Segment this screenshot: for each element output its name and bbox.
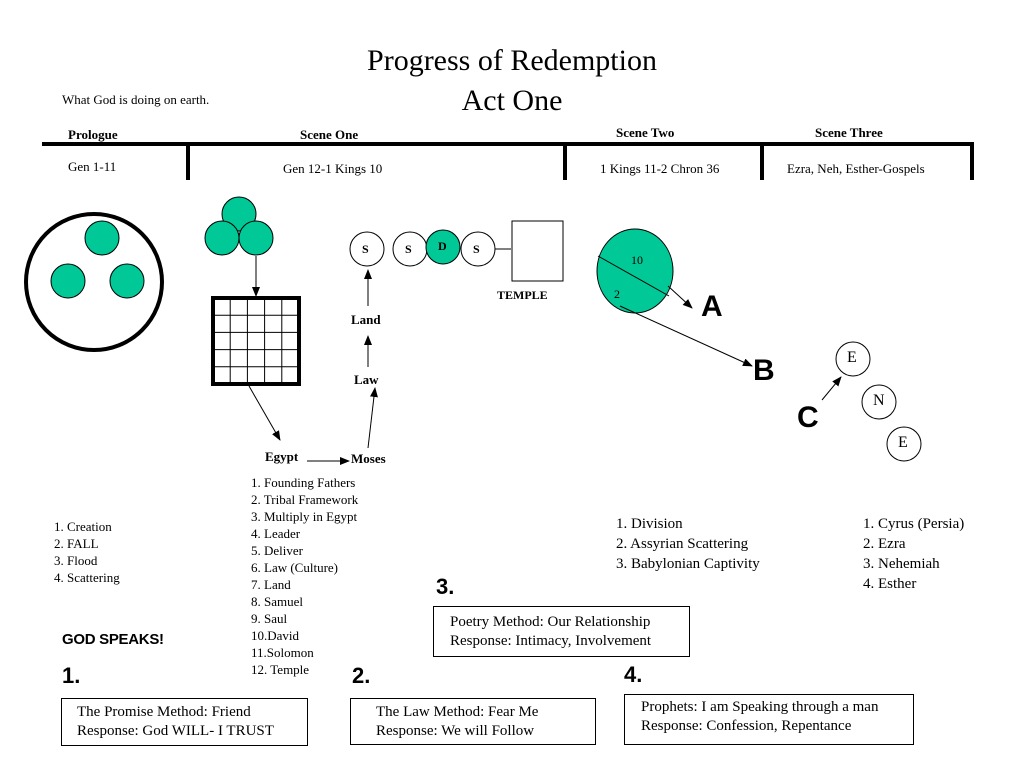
letter-b: B	[753, 354, 775, 387]
list-item: 3. Multiply in Egypt	[251, 509, 358, 524]
method-number-4: 4.	[624, 662, 643, 687]
trinity-dot-top	[84, 220, 120, 256]
list-item: 1. Founding Fathers	[251, 475, 356, 490]
arrow-c-to-e	[821, 376, 842, 401]
method-box-law: The Law Method: Fear Me Response: We wil…	[350, 698, 596, 745]
return-label-e1: E	[847, 349, 857, 366]
tagline: What God is doing on earth.	[62, 92, 210, 107]
list-item: 12. Temple	[251, 662, 310, 677]
section-ref-scene-one: Gen 12-1 Kings 10	[283, 161, 383, 176]
arrow-to-b	[619, 305, 753, 367]
method-response: Response: Intimacy, Involvement	[450, 633, 652, 649]
method-line: Prophets: I am Speaking through a man	[641, 699, 879, 715]
chain-label-3: D	[438, 239, 447, 253]
cluster-dot-top	[221, 196, 257, 232]
section-header-scene-one: Scene One	[300, 127, 359, 142]
method-number-3: 3.	[436, 574, 455, 599]
list-item: 6. Law (Culture)	[251, 560, 339, 575]
method-line: The Law Method: Fear Me	[376, 704, 539, 720]
list-item: 2. FALL	[54, 536, 99, 551]
temple-box	[511, 220, 564, 282]
list-item: 2. Assyrian Scattering	[616, 536, 749, 552]
chain-circle-1	[349, 231, 385, 267]
list-item: 1. Division	[616, 516, 683, 532]
list-item: 4. Scattering	[54, 570, 120, 585]
letter-a: A	[701, 290, 723, 323]
method-box-poetry: Poetry Method: Our Relationship Response…	[433, 606, 690, 657]
chain-label-1: S	[362, 242, 369, 256]
trinity-circle	[24, 212, 164, 352]
list-item: 3. Nehemiah	[863, 556, 940, 572]
cluster-dot-left	[204, 220, 240, 256]
list-item: 2. Tribal Framework	[251, 492, 359, 507]
list-item: 7. Land	[251, 577, 291, 592]
tribal-grid	[211, 296, 301, 386]
return-circle-n	[861, 384, 897, 420]
list-item: 9. Saul	[251, 611, 288, 626]
moses-label: Moses	[351, 451, 386, 466]
list-item: 1. Creation	[54, 519, 112, 534]
split-top-label: 10	[631, 253, 643, 267]
return-label-e2: E	[898, 434, 908, 451]
page-subtitle: Act One	[461, 84, 563, 117]
method-response: Response: Confession, Repentance	[641, 718, 852, 734]
trinity-dot-right	[109, 263, 145, 299]
egypt-label: Egypt	[265, 449, 299, 464]
arrow-to-a	[667, 285, 693, 309]
return-circle-e1	[835, 341, 871, 377]
list-item: 3. Babylonian Captivity	[616, 556, 760, 572]
section-header-scene-two: Scene Two	[616, 125, 675, 140]
section-header-scene-three: Scene Three	[815, 125, 883, 140]
list-item: 8. Samuel	[251, 594, 303, 609]
temple-label: TEMPLE	[497, 288, 548, 302]
scene-one-list: 1. Founding Fathers 2. Tribal Framework …	[251, 474, 358, 678]
method-number-1: 1.	[62, 663, 81, 688]
chain-label-2: S	[405, 242, 412, 256]
arrow-moses-to-law	[367, 387, 378, 449]
divided-kingdom	[596, 228, 674, 314]
method-response: Response: We will Follow	[376, 723, 535, 739]
list-item: 10.David	[251, 628, 300, 643]
scene-two-list: 1. Division 2. Assyrian Scattering 3. Ba…	[616, 514, 760, 574]
section-header-prologue: Prologue	[68, 127, 118, 142]
letter-c: C	[797, 401, 819, 434]
return-circle-e2	[886, 426, 922, 462]
section-ref-prologue: Gen 1-11	[68, 159, 117, 174]
split-bottom-label: 2	[614, 287, 620, 301]
method-line: Poetry Method: Our Relationship	[450, 614, 651, 630]
trinity-dot-left	[50, 263, 86, 299]
list-item: 11.Solomon	[251, 645, 314, 660]
list-item: 2. Ezra	[863, 536, 906, 552]
chain-label-4: S	[473, 242, 480, 256]
list-item: 3. Flood	[54, 553, 98, 568]
land-label: Land	[351, 312, 381, 327]
method-box-prophets: Prophets: I am Speaking through a man Re…	[624, 694, 914, 745]
list-item: 1. Cyrus (Persia)	[863, 516, 965, 532]
return-label-n: N	[873, 392, 885, 409]
cluster-dot-right	[238, 220, 274, 256]
method-number-2: 2.	[352, 663, 371, 688]
section-ref-scene-two: 1 Kings 11-2 Chron 36	[600, 161, 720, 176]
list-item: 4. Leader	[251, 526, 301, 541]
division-line	[597, 255, 670, 297]
method-line: The Promise Method: Friend	[77, 704, 251, 720]
scene-three-list: 1. Cyrus (Persia) 2. Ezra 3. Nehemiah 4.…	[863, 514, 964, 594]
arrow-grid-to-egypt	[248, 385, 281, 441]
tribal-grid-lines	[213, 298, 299, 384]
list-item: 5. Deliver	[251, 543, 303, 558]
method-response: Response: God WILL- I TRUST	[77, 723, 274, 739]
page-title: Progress of Redemption	[367, 44, 657, 77]
list-item: 4. Esther	[863, 576, 917, 592]
law-label: Law	[354, 372, 379, 387]
chain-circle-3	[425, 229, 461, 265]
prologue-list: 1. Creation 2. FALL 3. Flood 4. Scatteri…	[54, 518, 120, 586]
method-box-promise: The Promise Method: Friend Response: God…	[61, 698, 308, 746]
god-speaks-heading: GOD SPEAKS!	[62, 631, 164, 648]
section-ref-scene-three: Ezra, Neh, Esther-Gospels	[787, 161, 925, 176]
